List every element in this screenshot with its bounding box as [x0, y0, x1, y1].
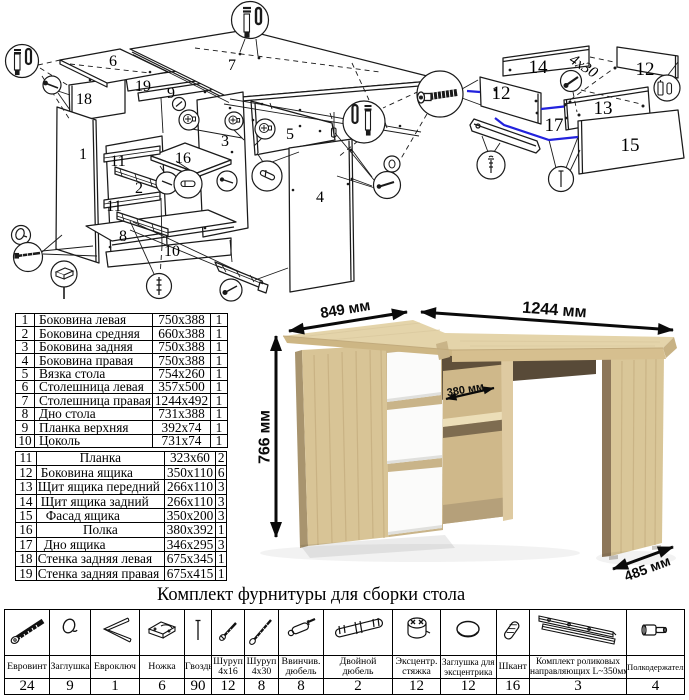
svg-text:12: 12: [492, 83, 511, 104]
svg-text:17: 17: [545, 115, 564, 136]
svg-text:14: 14: [529, 57, 549, 78]
svg-text:1: 1: [79, 146, 87, 163]
svg-text:5: 5: [286, 126, 294, 143]
svg-text:8: 8: [119, 228, 127, 245]
svg-text:15: 15: [621, 135, 640, 156]
svg-text:2: 2: [135, 180, 143, 197]
svg-text:13: 13: [594, 98, 613, 119]
svg-text:11: 11: [110, 153, 125, 170]
svg-text:18: 18: [76, 91, 92, 108]
svg-text:1244 мм: 1244 мм: [522, 299, 587, 322]
svg-text:12: 12: [636, 59, 655, 80]
svg-text:10: 10: [164, 243, 180, 260]
svg-text:4: 4: [316, 189, 324, 206]
svg-text:11: 11: [106, 198, 121, 215]
svg-text:766 мм: 766 мм: [257, 410, 274, 464]
svg-text:7: 7: [228, 57, 236, 74]
svg-text:19: 19: [135, 78, 151, 95]
svg-text:6: 6: [109, 53, 117, 70]
svg-text:16: 16: [175, 150, 191, 167]
svg-text:3: 3: [221, 133, 229, 150]
svg-text:9: 9: [167, 85, 175, 102]
